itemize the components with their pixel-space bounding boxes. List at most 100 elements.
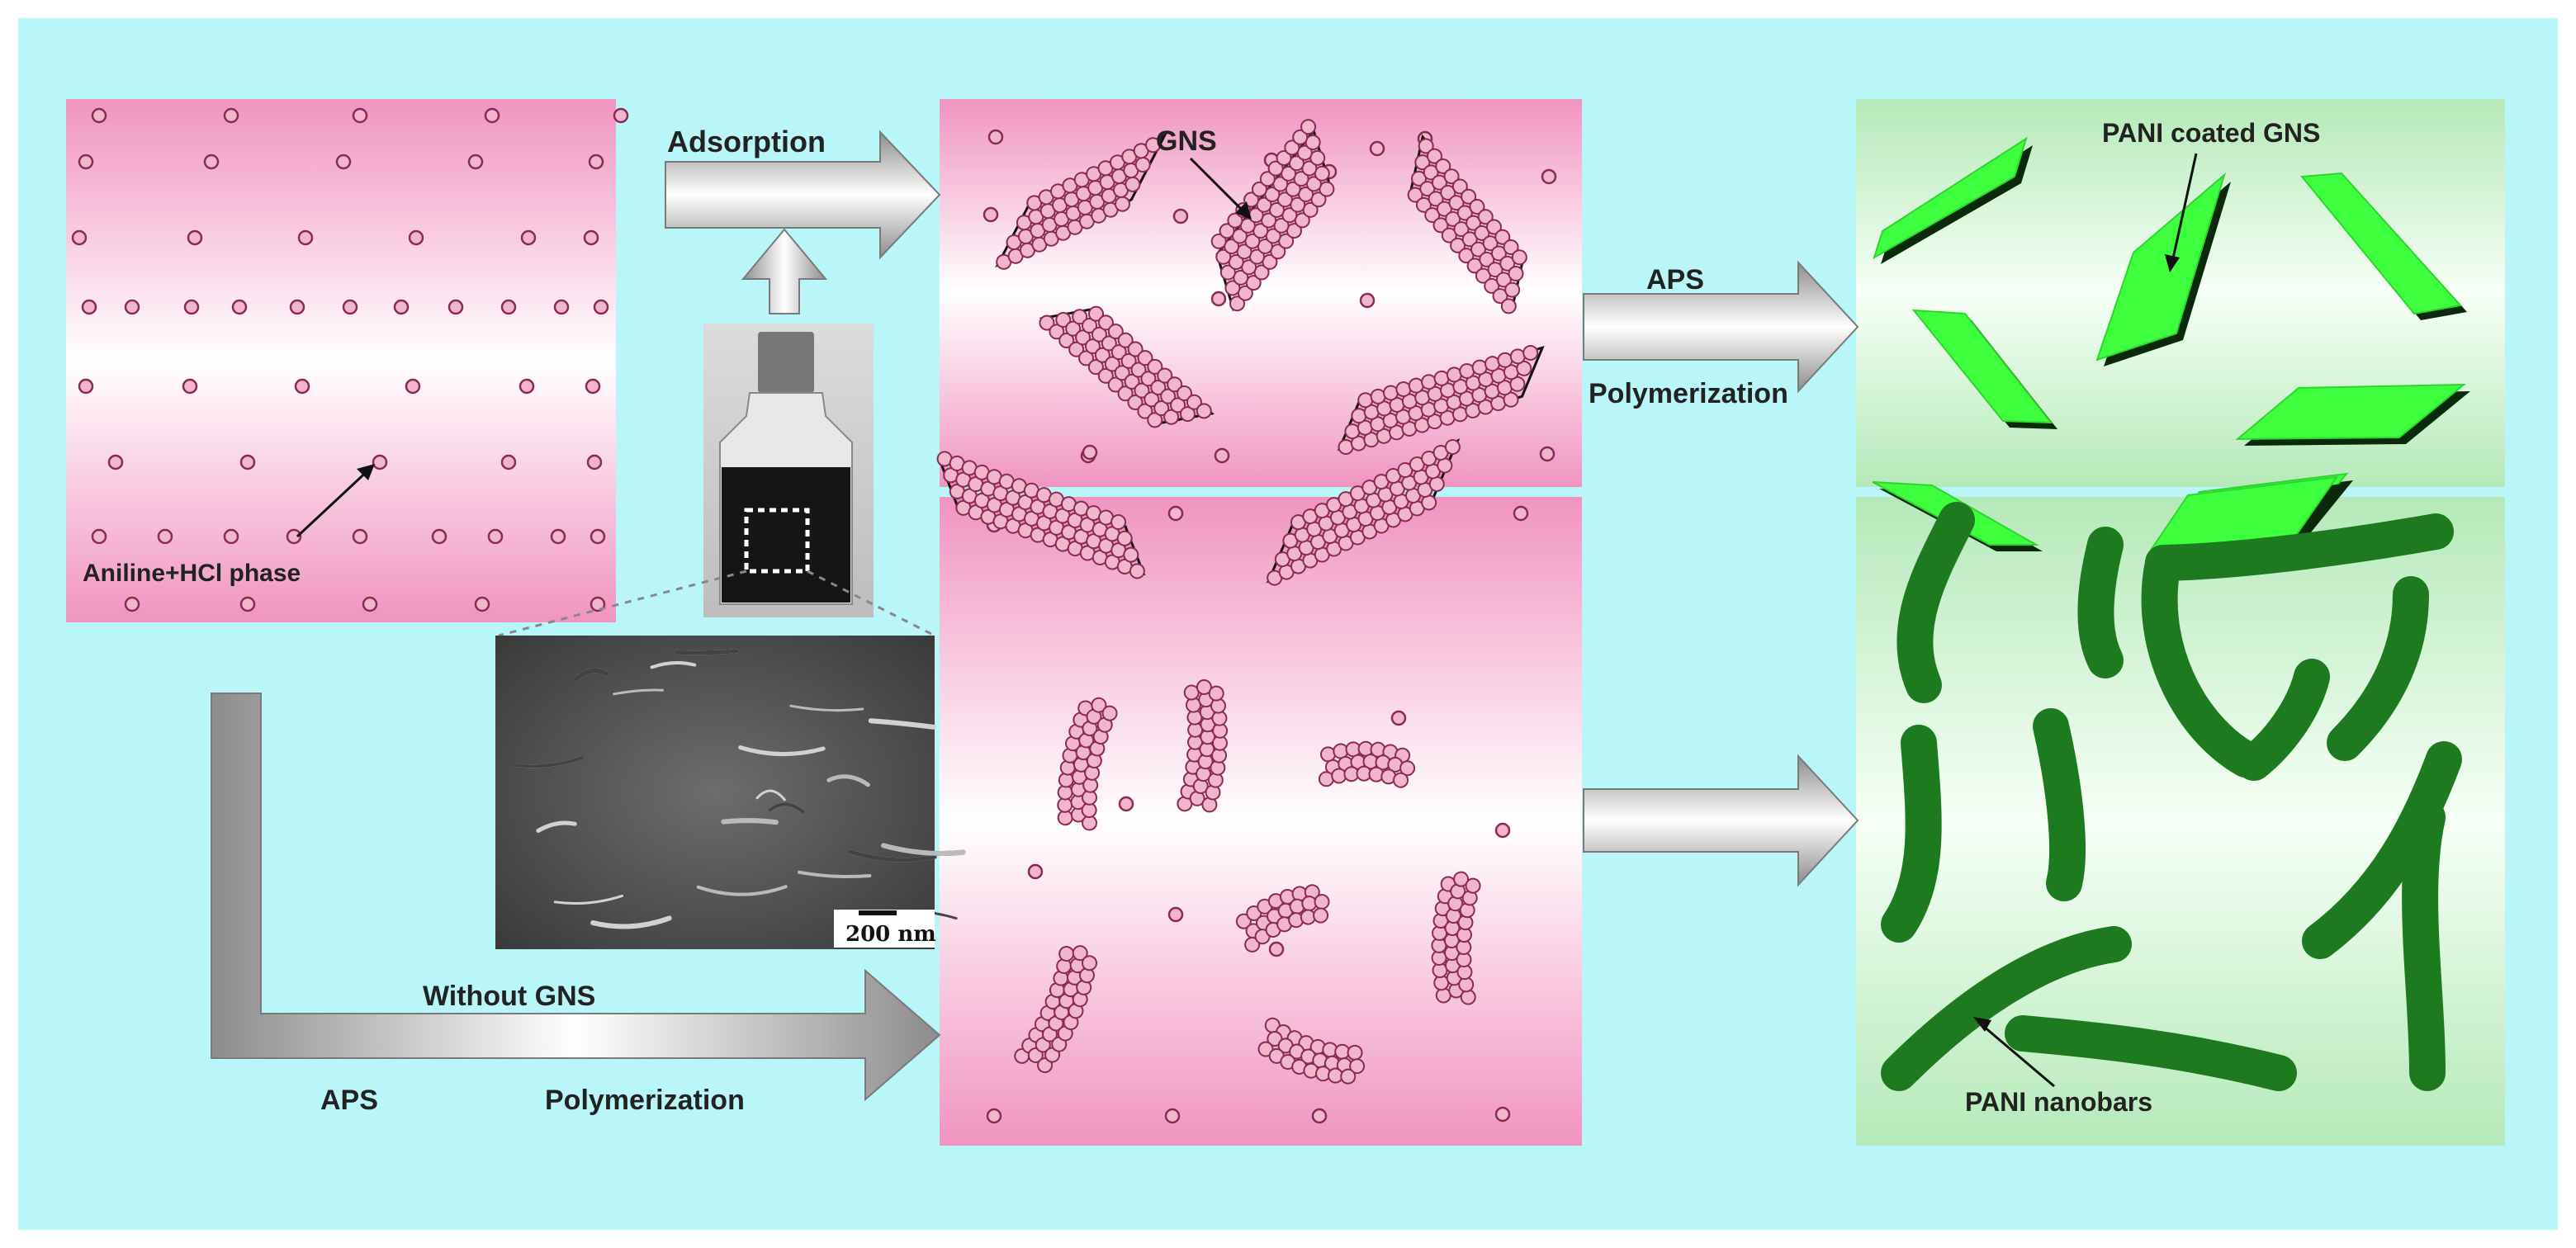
monomer-group-aniline-phase xyxy=(71,107,629,612)
monomer xyxy=(590,528,606,545)
monomer-aggregate xyxy=(1057,697,1118,831)
monomer xyxy=(1164,1108,1181,1124)
monomer xyxy=(124,596,140,612)
gns-sheet xyxy=(1266,437,1461,586)
monomer xyxy=(520,229,537,246)
adsorbed-monomer xyxy=(1444,438,1461,455)
pani-nanobar xyxy=(2302,741,2462,959)
monomer xyxy=(585,378,601,395)
panel-gns-adsorbed xyxy=(940,99,1582,487)
pani-coated-sheet xyxy=(1873,136,2033,264)
pani-nanobar xyxy=(2077,527,2124,678)
monomer xyxy=(294,378,310,395)
monomer xyxy=(467,154,484,170)
monomer xyxy=(1210,291,1227,307)
monomer xyxy=(1390,710,1407,726)
adsorbed-monomer xyxy=(1522,344,1539,361)
monomer xyxy=(223,528,239,545)
monomer xyxy=(393,299,410,315)
monomer xyxy=(1082,444,1098,461)
pointer-nanobars xyxy=(1977,1020,2055,1088)
monomer xyxy=(289,299,305,315)
monomer xyxy=(187,229,203,246)
monomer xyxy=(1167,505,1184,522)
monomer xyxy=(519,378,535,395)
pointer-pani-coated xyxy=(2170,153,2198,267)
monomer xyxy=(1539,446,1556,462)
pani-coated-sheet xyxy=(2235,383,2470,446)
pani-nanobar xyxy=(2145,513,2454,581)
monomer xyxy=(1494,822,1511,839)
pani-coated-sheet xyxy=(1911,309,2057,429)
monomer xyxy=(588,154,604,170)
pani-nanobar xyxy=(2141,545,2264,778)
monomer xyxy=(405,378,421,395)
monomer xyxy=(91,107,107,124)
bottle-photo xyxy=(703,324,874,617)
monomer xyxy=(352,528,368,545)
monomer xyxy=(107,454,124,470)
pointer-pani-coated-head xyxy=(2165,254,2180,272)
label-pani-nanobars: PANI nanobars xyxy=(1965,1087,2152,1117)
adsorbed-monomer xyxy=(1145,137,1162,154)
monomer xyxy=(1214,447,1230,464)
monomer xyxy=(372,454,388,470)
monomer xyxy=(239,596,256,612)
zoom-line-left xyxy=(498,570,747,637)
adsorbed-monomer xyxy=(1196,403,1212,419)
arrow-middle-to-nanobars xyxy=(1583,754,1859,887)
adsorbed-monomer xyxy=(1511,249,1527,266)
monomer xyxy=(1541,168,1557,185)
gns-sheet xyxy=(1039,305,1215,428)
pointer-gns-head xyxy=(1235,201,1252,220)
monomer xyxy=(182,378,198,395)
monomer-aggregate xyxy=(1318,740,1416,788)
monomer-aggregate xyxy=(1014,945,1097,1074)
monomer xyxy=(1311,1108,1328,1124)
monomer xyxy=(286,528,302,545)
monomer xyxy=(71,229,88,246)
monomer xyxy=(1369,140,1385,157)
panel-aniline-phase xyxy=(66,99,616,622)
arrow-aps-polymerization xyxy=(1583,260,1859,394)
adsorbed-monomer xyxy=(1116,530,1133,546)
pointer-aniline xyxy=(296,466,373,538)
monomer xyxy=(1494,1106,1511,1123)
monomer xyxy=(157,528,173,545)
pani-coated-sheet xyxy=(2095,173,2231,366)
monomer-aggregate xyxy=(1431,871,1481,1005)
monomer xyxy=(583,229,599,246)
monomer-aggregate xyxy=(1177,679,1229,813)
monomer xyxy=(553,299,570,315)
monomer xyxy=(1172,208,1189,225)
gns-sheet xyxy=(936,451,1146,579)
adsorbed-monomer xyxy=(1508,265,1524,281)
monomer xyxy=(78,378,94,395)
monomer xyxy=(1359,292,1376,309)
label-gns: GNS xyxy=(1156,125,1217,157)
gns-sheet xyxy=(1210,119,1335,312)
monomer xyxy=(239,454,256,470)
monomer xyxy=(986,1108,1002,1124)
zoom-line-right xyxy=(807,570,935,637)
adsorbed-monomer xyxy=(1129,563,1145,579)
monomer xyxy=(593,299,609,315)
monomer xyxy=(362,596,378,612)
monomer xyxy=(484,107,500,124)
pani-coated-sheet xyxy=(2300,172,2467,320)
monomer xyxy=(487,528,504,545)
label-aps-bottom: APS xyxy=(320,1085,378,1116)
monomer xyxy=(1513,505,1529,522)
pani-nanobar xyxy=(1896,502,1975,703)
adsorbed-monomer xyxy=(1500,298,1517,314)
gns-sheet xyxy=(995,133,1167,270)
monomer xyxy=(431,528,447,545)
monomer xyxy=(78,154,94,170)
label-aps-top: APS xyxy=(1646,264,1704,295)
monomer xyxy=(1118,796,1134,812)
pani-nanobar xyxy=(1881,926,2132,1091)
monomer-aggregate xyxy=(1235,884,1330,953)
arrow-without-gns xyxy=(211,693,941,1102)
monomer xyxy=(983,206,999,223)
